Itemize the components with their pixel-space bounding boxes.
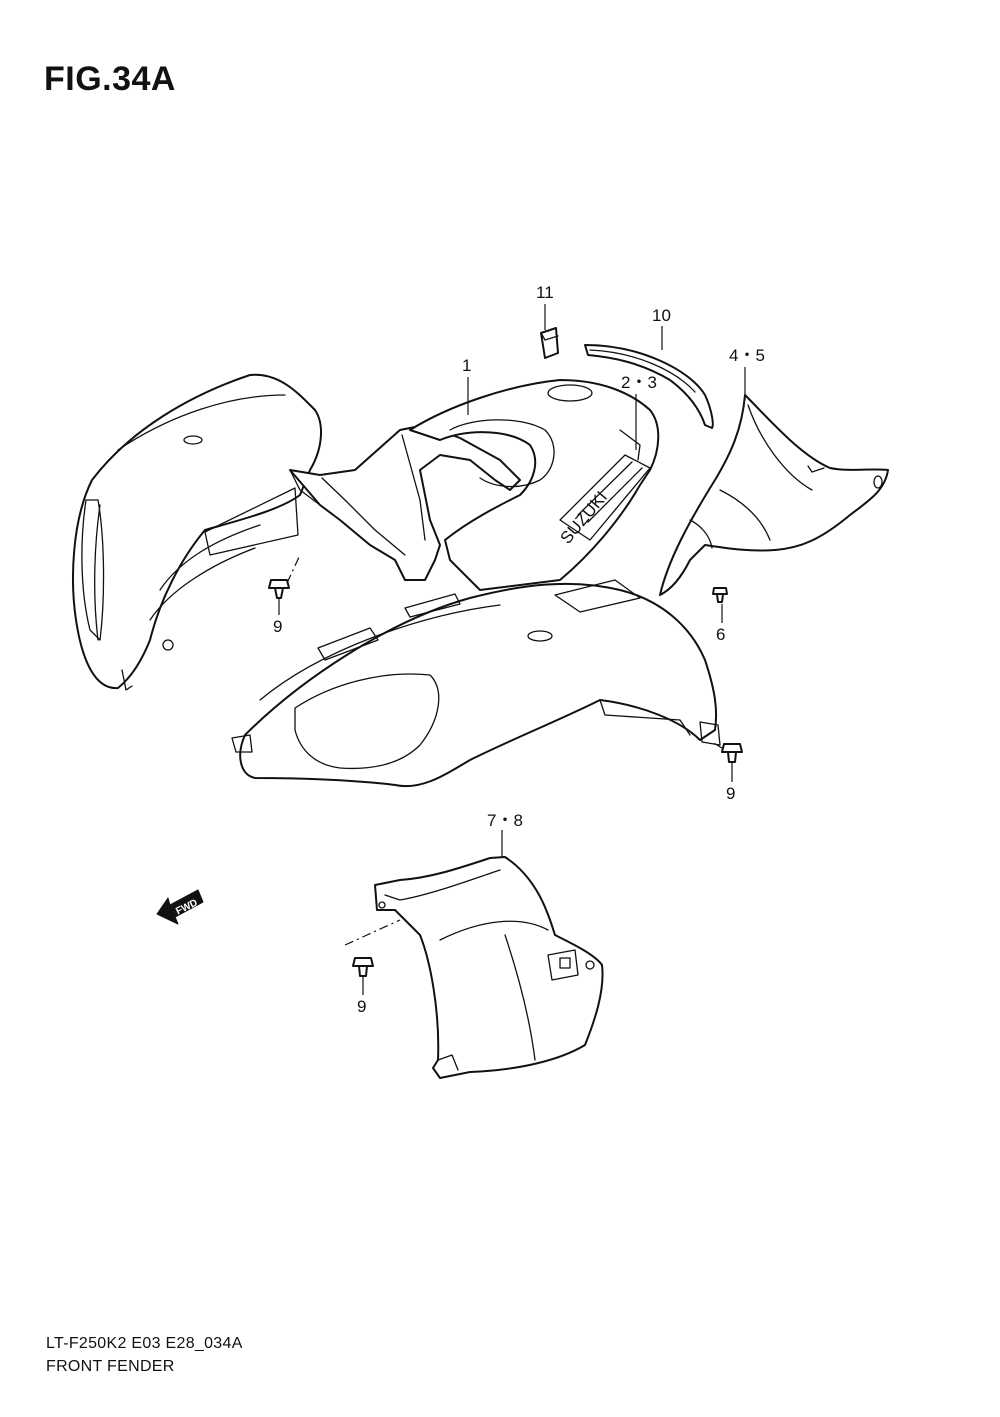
fender-front-main	[231, 579, 721, 788]
callout-6: 6	[716, 625, 725, 644]
callout-9-left: 9	[273, 617, 282, 636]
part-11-block	[540, 327, 559, 359]
callout-7-8: 7・8	[487, 811, 523, 830]
footer-model-code: LT-F250K2 E03 E28_034A	[46, 1335, 243, 1352]
part-7-8-mud-guard	[374, 856, 604, 1079]
footer-section-name: FRONT FENDER	[46, 1358, 175, 1375]
callout-9-right: 9	[726, 784, 735, 803]
fastener-9-lower-bolt	[344, 919, 401, 977]
part-4-5-side-panel	[659, 394, 889, 596]
callout-9-lower: 9	[357, 997, 366, 1016]
fastener-9-left-bolt	[268, 554, 301, 599]
part-10-trim-strip	[584, 344, 714, 429]
fender-left-wing	[72, 373, 322, 691]
callout-2-3: 2・3	[621, 373, 657, 392]
callout-labels: 11 10 1 2・3 4・5 6 9 9 7・8 9	[273, 283, 765, 1016]
fastener-6-screw	[712, 587, 728, 603]
fastener-9-right-bolt	[711, 741, 743, 763]
callout-4-5: 4・5	[729, 346, 765, 365]
callout-10: 10	[652, 306, 671, 325]
fwd-direction-arrow: FWD	[156, 889, 204, 925]
figure-title: FIG.34A	[44, 60, 176, 98]
callout-11: 11	[536, 283, 554, 302]
leader-lines	[278, 304, 746, 995]
callout-1: 1	[462, 356, 471, 375]
fender-center-top-cover: SUZUKI	[409, 379, 660, 591]
